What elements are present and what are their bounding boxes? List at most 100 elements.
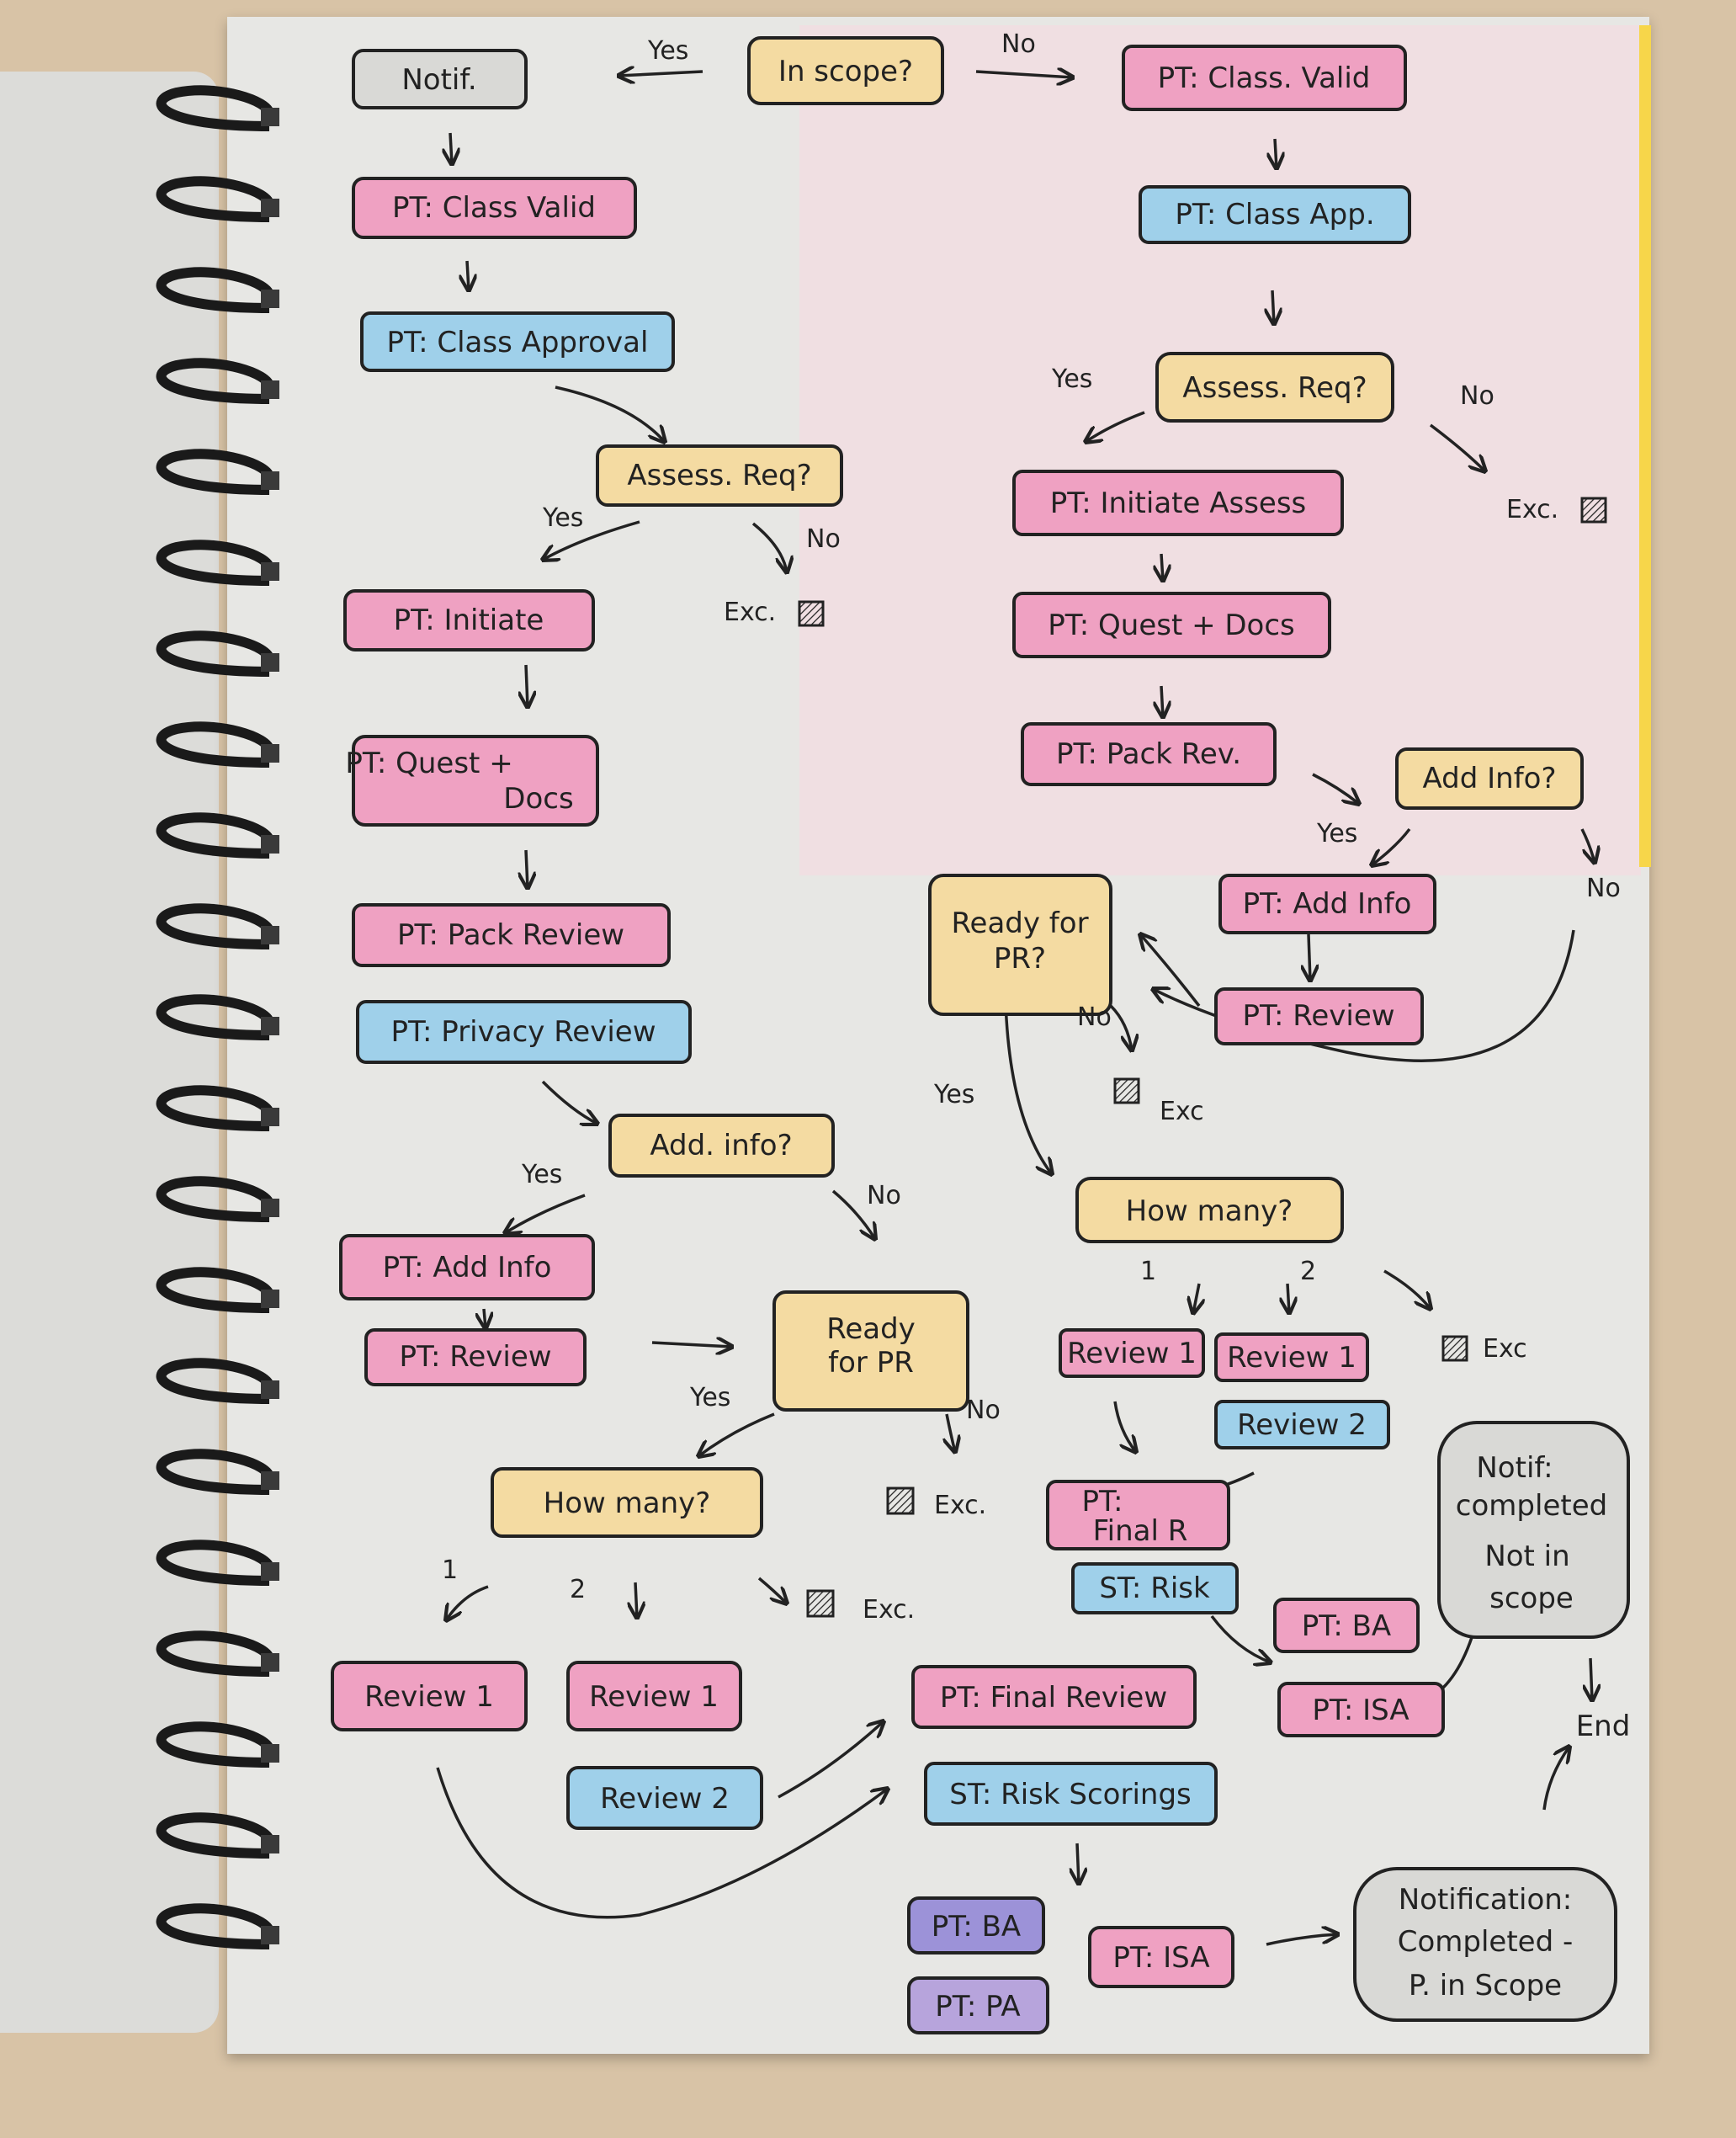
node-label: PT: Add Info: [383, 1251, 552, 1284]
exception-label: Exc: [1483, 1334, 1527, 1364]
binding-hole: [261, 1471, 279, 1490]
r-st-risk-node: ST: Risk: [1071, 1562, 1239, 1614]
edge: [526, 664, 528, 707]
edge: [446, 1585, 489, 1620]
node-label: scope: [1489, 1582, 1574, 1615]
l-review-node: PT: Review: [364, 1328, 587, 1386]
node-label: PT: Add Info: [1243, 887, 1412, 921]
node-label: Docs: [503, 782, 573, 816]
spiral-loop: [156, 1085, 274, 1131]
edge: [751, 522, 787, 572]
spiral-loop: [156, 1630, 274, 1677]
hatched-box-icon: [1441, 1335, 1468, 1362]
edge-label-1: 1: [442, 1556, 458, 1585]
binding-hole: [261, 1380, 279, 1399]
node-label: PT: Class. Valid: [1158, 61, 1371, 95]
edge: [1113, 1401, 1136, 1452]
spiral-loop: [156, 176, 274, 222]
edge: [651, 1343, 732, 1347]
binding-hole: [261, 108, 279, 126]
edge: [1077, 1843, 1079, 1884]
l-review1-node: Review 1: [331, 1661, 528, 1731]
edge: [778, 1721, 884, 1799]
edge: [1287, 1283, 1289, 1313]
edge: [1309, 933, 1310, 981]
edge-label-no: No: [806, 524, 841, 554]
r-review1-node: Review 1: [1059, 1328, 1205, 1378]
edge: [635, 1582, 637, 1618]
spiral-loop: [156, 358, 274, 404]
edge-label-no: No: [1077, 1003, 1112, 1032]
exception-marker: Exc: [1113, 1077, 1204, 1126]
edge-label-no: No: [966, 1396, 1001, 1425]
edge-label-1: 1: [1140, 1257, 1156, 1286]
r-add-info-node: PT: Add Info: [1218, 874, 1436, 934]
l-pack-review-node: PT: Pack Review: [352, 903, 671, 967]
binding-hole: [261, 380, 279, 399]
edge-label-yes: Yes: [933, 1080, 974, 1109]
binding-hole: [261, 471, 279, 490]
yellow-page-edge: [1639, 25, 1651, 867]
spiral-loop: [156, 540, 274, 586]
node-label: Completed -: [1398, 1925, 1574, 1959]
edge: [1272, 290, 1274, 324]
binding-hole: [261, 1562, 279, 1581]
spiral-loop: [156, 1449, 274, 1495]
node-label: PT: Privacy Review: [390, 1015, 656, 1049]
binding-hole: [261, 1290, 279, 1308]
node-label: Review 2: [600, 1782, 730, 1816]
edge: [1153, 929, 1575, 1062]
edge: [436, 1767, 888, 1919]
spiral-loop: [156, 1267, 274, 1313]
edge: [1372, 827, 1411, 865]
r-review-node: PT: Review: [1214, 987, 1424, 1045]
node-label: Review 1: [364, 1680, 494, 1714]
edge: [1312, 773, 1359, 804]
l-ready-for-pr-decision: Ready for PR: [772, 1290, 969, 1412]
edge: [505, 1194, 586, 1233]
binding-hole: [261, 199, 279, 217]
node-label: Not in: [1484, 1540, 1569, 1573]
node-label: PT:: [1082, 1485, 1123, 1518]
left-notebook-page: [0, 72, 219, 2033]
exception-marker: Exc: [1441, 1334, 1527, 1364]
l-initiate-node: PT: Initiate: [343, 589, 595, 652]
node-label: How many?: [544, 1486, 711, 1520]
edge: [1383, 1269, 1431, 1309]
node-label: PT: BA: [1302, 1609, 1391, 1643]
edge-label-yes: Yes: [521, 1160, 562, 1189]
edge-label-no: No: [1001, 29, 1036, 59]
r-pt-isa-node: PT: ISA: [1277, 1682, 1445, 1737]
r-quest-docs-node: PT: Quest + Docs: [1012, 592, 1331, 658]
edge-label-2: 2: [570, 1575, 586, 1604]
node-label: PT: Class App.: [1175, 198, 1374, 231]
l-how-many-decision: How many?: [491, 1467, 763, 1538]
node-label: Review 2: [1237, 1408, 1367, 1442]
node-label: for PR: [828, 1346, 914, 1380]
edge: [450, 132, 452, 164]
hatched-box-icon: [1580, 497, 1607, 524]
notif-node: Notif.: [352, 49, 528, 109]
in-scope-decision: In scope?: [747, 36, 944, 105]
node-label: PT: Class Valid: [392, 191, 596, 225]
node-label: Ready for: [951, 907, 1088, 940]
edge: [1086, 411, 1145, 442]
r-class-app-node: PT: Class App.: [1139, 185, 1411, 244]
edge: [618, 72, 703, 76]
edge: [1590, 1657, 1592, 1700]
exception-label: Exc.: [1506, 495, 1558, 524]
binding-hole: [261, 1108, 279, 1126]
spiral-binding: [156, 85, 279, 1949]
node-label: PT: PA: [935, 1990, 1020, 2024]
spiral-loop: [156, 85, 274, 131]
r-ready-for-pr-decision: Ready for PR?: [928, 874, 1112, 1016]
r-class-valid-node: PT: Class. Valid: [1122, 45, 1407, 111]
exception-marker: Exc.: [806, 1589, 915, 1625]
hatched-box-icon: [806, 1589, 835, 1618]
l-pt-isa-node: PT: ISA: [1088, 1926, 1234, 1988]
edge: [1542, 1747, 1569, 1811]
edge: [757, 1577, 787, 1604]
hatched-box-icon: [798, 600, 825, 627]
exception-marker: Exc.: [886, 1486, 986, 1520]
